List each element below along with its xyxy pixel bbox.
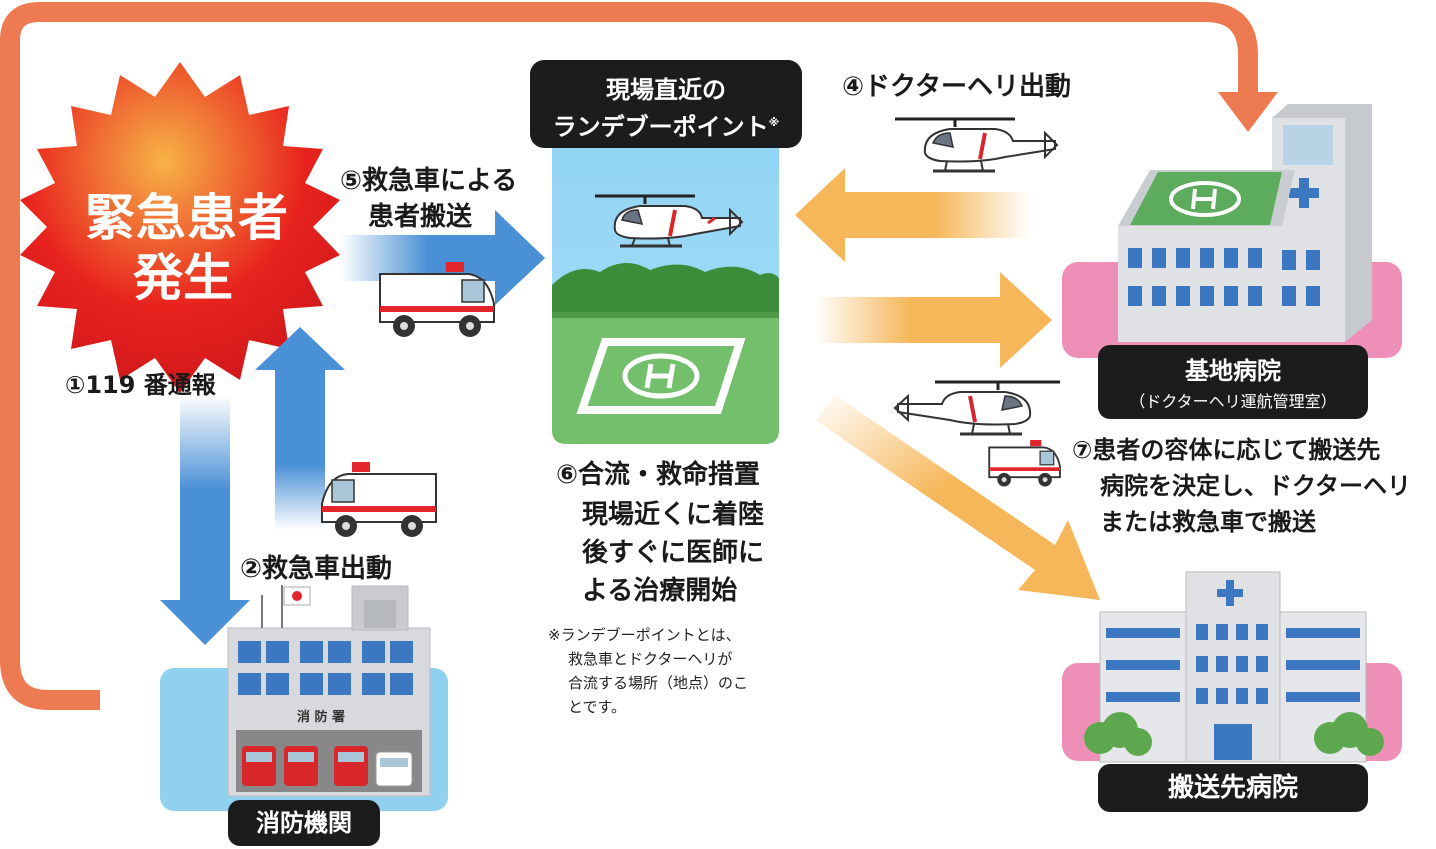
step-meet-line3: 後すぐに医師に bbox=[582, 538, 765, 568]
transport-arrow-head bbox=[495, 210, 545, 305]
dest-hospital-label: 搬送先病院 bbox=[1098, 764, 1368, 812]
rendezvous-label-line2-text: ランデブーポイント bbox=[552, 113, 769, 141]
step-decide-line1: ⑦患者の容体に応じて搬送先 bbox=[1072, 436, 1381, 464]
dispatch-arrow-head bbox=[255, 327, 345, 370]
loop-arrow bbox=[0, 2, 1258, 710]
fire-dept-label: 消防機関 bbox=[228, 800, 380, 846]
ambulance-dispatch bbox=[321, 462, 437, 537]
step-ambulance-dispatch: ②救急車出動 bbox=[240, 554, 393, 584]
ambulance-dest bbox=[988, 440, 1061, 487]
footnote-line4: とです。 bbox=[568, 698, 627, 716]
rendezvous-label-line1: 現場直近の bbox=[606, 76, 726, 104]
emergency-title-line1: 緊急患者 bbox=[85, 189, 289, 247]
fire-station bbox=[227, 585, 431, 797]
rendezvous-label-line2: ランデブーポイント※ bbox=[530, 107, 802, 142]
heli-arrow-left-shaft bbox=[840, 192, 1030, 238]
dest-arrow bbox=[815, 395, 1100, 600]
step-meet-line4: よる治療開始 bbox=[582, 576, 738, 606]
step-call: ①119 番通報 bbox=[65, 371, 216, 399]
call-arrow-head bbox=[160, 600, 250, 645]
emergency-burst bbox=[20, 62, 340, 393]
helicopter-transport bbox=[893, 380, 1060, 436]
base-hospital-building bbox=[1118, 104, 1372, 342]
fire-station-sign: 消 防 署 bbox=[297, 710, 346, 725]
step-transport-line1: ⑤救急車による bbox=[340, 166, 518, 196]
step-decide-line2: 病院を決定し、ドクターヘリ bbox=[1100, 472, 1412, 500]
footnote-line2: 救急車とドクターヘリが bbox=[568, 650, 733, 668]
dest-hospital-building bbox=[1084, 571, 1384, 763]
call-arrow-shaft bbox=[180, 395, 230, 605]
dispatch-arrow-shaft bbox=[275, 365, 325, 530]
step-heli-dispatch: ④ドクターヘリ出動 bbox=[842, 72, 1071, 102]
emergency-title-line2: 発生 bbox=[133, 249, 233, 307]
base-hospital-name: 基地病院 bbox=[1185, 357, 1281, 385]
step-meet-line1: ⑥合流・救命措置 bbox=[556, 460, 761, 490]
base-hospital-label: 基地病院 （ドクターヘリ運航管理室） bbox=[1098, 345, 1368, 419]
rendezvous-label: 現場直近の ランデブーポイント※ bbox=[530, 60, 802, 148]
step-transport-line2: 患者搬送 bbox=[368, 202, 473, 232]
heli-arrow-left-head bbox=[795, 168, 845, 262]
heli-arrow-right-shaft bbox=[815, 297, 1005, 343]
rendezvous-mark: ※ bbox=[768, 116, 780, 129]
heli-arrow-right-head bbox=[1000, 272, 1052, 368]
helicopter-dispatch bbox=[895, 117, 1059, 173]
footnote-line1: ※ランデブーポイントとは、 bbox=[548, 626, 741, 644]
footnote-line3: 合流する場所（地点）のこ bbox=[568, 674, 749, 692]
ambulance-transport bbox=[379, 262, 495, 337]
step-decide-line3: または救急車で搬送 bbox=[1100, 508, 1316, 536]
rendezvous-helipad bbox=[576, 338, 746, 414]
helicopter-rendezvous bbox=[595, 194, 744, 248]
step-meet-line2: 現場近くに着陸 bbox=[582, 500, 765, 530]
loop-arrow-head bbox=[1218, 92, 1278, 132]
base-hospital-sub: （ドクターヘリ運航管理室） bbox=[1129, 392, 1337, 411]
rendezvous-grass bbox=[552, 318, 779, 444]
